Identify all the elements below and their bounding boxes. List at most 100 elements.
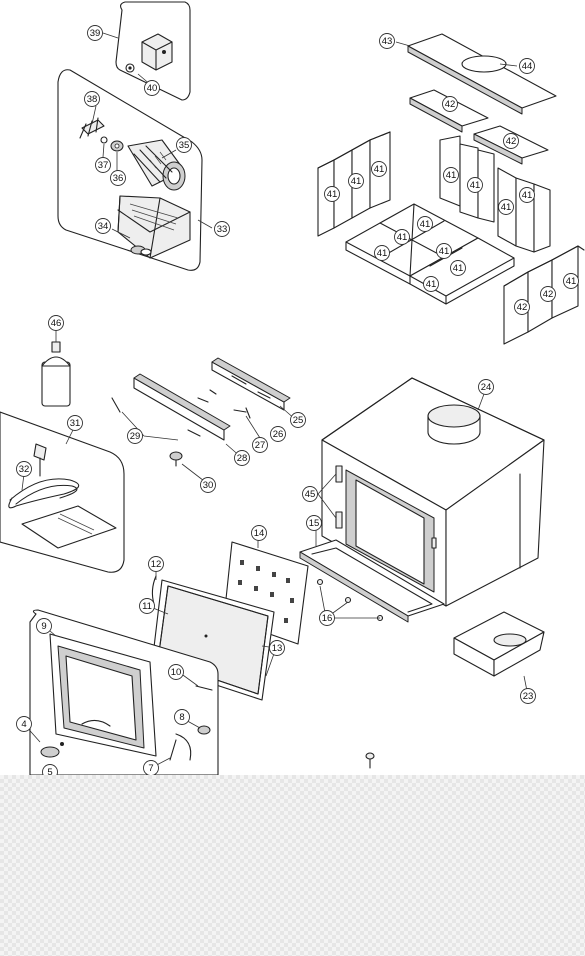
callout-circle (67, 415, 83, 431)
callout-number: 41 (453, 263, 464, 274)
callout-31: 31 (67, 415, 83, 431)
callout-circle (442, 96, 458, 112)
callout-16: 16 (319, 610, 335, 626)
callout-number: 5 (47, 767, 52, 775)
callout-number: 34 (98, 221, 109, 232)
callout-number: 41 (439, 246, 450, 257)
callout-number: 15 (309, 518, 320, 529)
callout-41: 41 (423, 276, 439, 292)
callout-number: 33 (217, 224, 228, 235)
callout-number: 39 (90, 28, 101, 39)
part-group-door (29, 609, 375, 775)
callout-number: 30 (203, 480, 214, 491)
callout-25: 25 (290, 412, 306, 428)
callout-circle (324, 186, 340, 202)
callout-number: 35 (179, 140, 190, 151)
callout-15: 15 (306, 515, 322, 531)
callout-7: 7 (143, 760, 159, 775)
callout-41: 41 (417, 216, 433, 232)
callout-circle (176, 137, 192, 153)
callout-33: 33 (214, 221, 230, 237)
callout-41: 41 (450, 260, 466, 276)
callout-number: 25 (293, 415, 304, 426)
callout-circle (563, 273, 579, 289)
callout-circle (269, 640, 285, 656)
callout-41: 41 (324, 186, 340, 202)
callout-number: 41 (446, 170, 457, 181)
callout-circle (16, 716, 32, 732)
callout-number: 32 (19, 464, 30, 475)
callout-circle (374, 245, 390, 261)
callout-number: 8 (179, 712, 184, 723)
callout-44: 44 (519, 58, 535, 74)
callout-circle (514, 299, 530, 315)
callout-circle (143, 760, 159, 775)
callout-46: 46 (48, 315, 64, 331)
callout-number: 31 (70, 418, 81, 429)
callout-circle (519, 187, 535, 203)
callout-circle (436, 243, 452, 259)
transparent-padding (0, 775, 585, 956)
callout-41: 41 (467, 177, 483, 193)
callout-number: 41 (374, 164, 385, 175)
callout-circle (110, 170, 126, 186)
callout-number: 41 (426, 279, 437, 290)
callout-number: 13 (272, 643, 283, 654)
callout-circle (174, 709, 190, 725)
callout-circle (467, 177, 483, 193)
callout-circle (520, 688, 536, 704)
callout-circle (306, 515, 322, 531)
callout-41: 41 (436, 243, 452, 259)
callout-circle (290, 412, 306, 428)
callout-number: 42 (506, 136, 517, 147)
callout-circle (348, 173, 364, 189)
callout-circle (127, 428, 143, 444)
callout-circle (423, 276, 439, 292)
callout-circle (252, 437, 268, 453)
callout-circle (16, 461, 32, 477)
callout-41: 41 (371, 161, 387, 177)
callout-38: 38 (84, 91, 100, 107)
callout-34: 34 (95, 218, 111, 234)
callout-number: 7 (148, 763, 153, 774)
callout-circle (417, 216, 433, 232)
callout-circle (87, 25, 103, 41)
callout-10: 10 (168, 664, 184, 680)
callout-35: 35 (176, 137, 192, 153)
callout-number: 41 (501, 202, 512, 213)
callout-number: 27 (255, 440, 266, 451)
callout-circle (139, 598, 155, 614)
part-touch-up-paint (41, 341, 71, 407)
callout-number: 41 (327, 189, 338, 200)
callout-circle (251, 525, 267, 541)
callout-11: 11 (139, 598, 155, 614)
callout-circle (214, 221, 230, 237)
callout-41: 41 (563, 273, 579, 289)
callout-circle (394, 229, 410, 245)
callout-number: 44 (522, 61, 533, 72)
callout-circle (42, 764, 58, 775)
callout-43: 43 (379, 33, 395, 49)
callout-circle (200, 477, 216, 493)
callout-13: 13 (269, 640, 285, 656)
callout-26: 26 (270, 426, 286, 442)
callout-circle (148, 556, 164, 572)
part-ash-lip (299, 539, 445, 623)
callout-41: 41 (394, 229, 410, 245)
callout-number: 41 (397, 232, 408, 243)
callout-number: 46 (51, 318, 62, 329)
callout-number: 41 (420, 219, 431, 230)
callout-number: 9 (41, 621, 46, 632)
callout-number: 42 (445, 99, 456, 110)
callout-41: 41 (374, 245, 390, 261)
callout-number: 41 (470, 180, 481, 191)
callout-40: 40 (144, 80, 160, 96)
part-group-switch-box (115, 1, 191, 101)
callout-circle (450, 260, 466, 276)
callout-circle (84, 91, 100, 107)
callout-9: 9 (36, 618, 52, 634)
callout-45: 45 (302, 486, 318, 502)
callout-number: 42 (543, 289, 554, 300)
